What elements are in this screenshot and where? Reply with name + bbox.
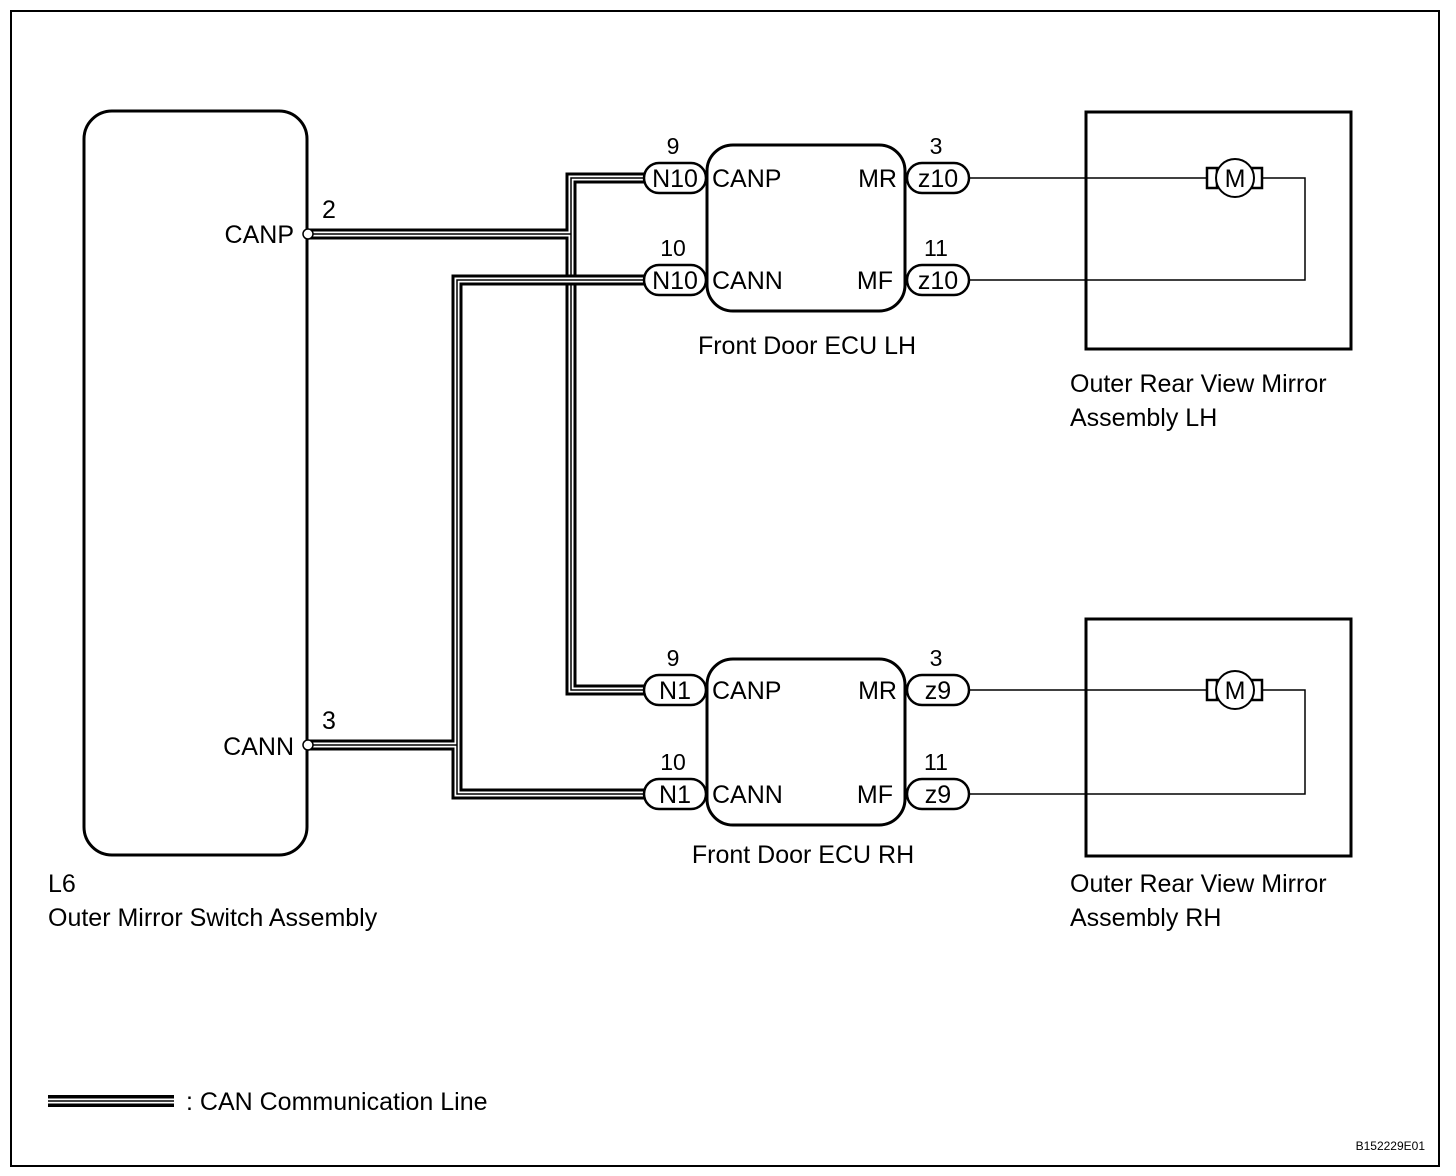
ecu-lh-pin-mf-number: 11 [924, 235, 948, 261]
can-wires [307, 172, 644, 800]
mirror-rh-name-line2: Assembly RH [1070, 904, 1221, 932]
ecu-lh-pin-cann-number: 10 [660, 235, 686, 261]
legend-text: : CAN Communication Line [186, 1088, 488, 1116]
ecu-rh-right-connector-label-2: z9 [925, 781, 951, 809]
mirror-lh-name-line1: Outer Rear View Mirror [1070, 370, 1327, 398]
cann-terminal [302, 739, 314, 751]
switch-pin-cann-number: 3 [322, 707, 336, 735]
mirror-lh-motor-symbol: M [1225, 165, 1246, 193]
ecu-rh-pin-canp-label: CANP [712, 677, 781, 705]
ecu-rh-pin-mf-label: MF [857, 781, 893, 809]
ecu-lh-pin-canp-label: CANP [712, 165, 781, 193]
mirror-rh-motor-symbol: M [1225, 677, 1246, 705]
ecu-lh-left-connector-label: N10 [652, 165, 698, 193]
ecu-rh: N1 9 N1 10 CANP CANN MR MF z9 3 z9 11 Fr… [642, 645, 971, 869]
ecu-rh-pin-canp-number: 9 [667, 645, 680, 671]
ecu-lh-pin-mr-label: MR [858, 165, 897, 193]
switch-pin-canp-number: 2 [322, 196, 336, 224]
canp-terminal [302, 228, 314, 240]
ecu-lh-connector-n10-canp [642, 161, 708, 195]
switch-pin-cann-label: CANN [223, 733, 294, 761]
switch-assembly-box [82, 109, 309, 857]
ecu-rh-box [705, 657, 907, 827]
ecu-lh-pin-mr-number: 3 [930, 133, 943, 159]
switch-connector-id: L6 [48, 870, 76, 898]
ecu-lh-right-connector-label: z10 [918, 165, 958, 193]
diagram-frame [10, 10, 1440, 1167]
ecu-lh-pin-cann-label: CANN [712, 267, 783, 295]
cann-wire [307, 274, 644, 800]
ecu-rh-left-connector-label-2: N1 [659, 781, 691, 809]
mirror-rh-name-line1: Outer Rear View Mirror [1070, 870, 1327, 898]
ecu-rh-pin-cann-number: 10 [660, 749, 686, 775]
ecu-rh-connector-n1-canp [642, 673, 708, 707]
ecu-lh: N10 9 N10 10 CANP CANN MR MF z10 3 z10 1… [642, 133, 971, 360]
switch-pin-canp-label: CANP [225, 221, 294, 249]
mirror-rh-motor-icon [1215, 670, 1255, 710]
ecu-lh-pin-mf-label: MF [857, 267, 893, 295]
mirror-rh-box [1084, 617, 1353, 858]
ecu-rh-left-connector-label: N1 [659, 677, 691, 705]
mirror-lh-name-line2: Assembly LH [1070, 404, 1217, 432]
legend: : CAN Communication Line [48, 1088, 488, 1116]
ecu-rh-pin-cann-label: CANN [712, 781, 783, 809]
mirror-lh-motor-icon [1215, 158, 1255, 198]
figure-code: B152229E01 [1356, 1139, 1426, 1153]
mirror-lh: M [969, 110, 1353, 351]
mirror-lh-box [1084, 110, 1353, 351]
ecu-rh-pin-mf-number: 11 [924, 749, 948, 775]
mirror-rh: M [969, 617, 1353, 858]
ecu-rh-pin-mr-label: MR [858, 677, 897, 705]
switch-assembly-name: Outer Mirror Switch Assembly [48, 904, 378, 932]
ecu-rh-pin-mr-number: 3 [930, 645, 943, 671]
canp-wire [307, 172, 644, 696]
ecu-lh-right-connector-label-2: z10 [918, 267, 958, 295]
ecu-rh-right-connector-label: z9 [925, 677, 951, 705]
ecu-lh-box [705, 143, 907, 313]
ecu-lh-left-connector-label-2: N10 [652, 267, 698, 295]
ecu-lh-name: Front Door ECU LH [698, 332, 916, 360]
ecu-rh-connector-n1-cann [642, 777, 708, 811]
ecu-lh-connector-n10-cann [642, 263, 708, 297]
ecu-lh-pin-canp-number: 9 [667, 133, 680, 159]
ecu-rh-name: Front Door ECU RH [692, 841, 914, 869]
